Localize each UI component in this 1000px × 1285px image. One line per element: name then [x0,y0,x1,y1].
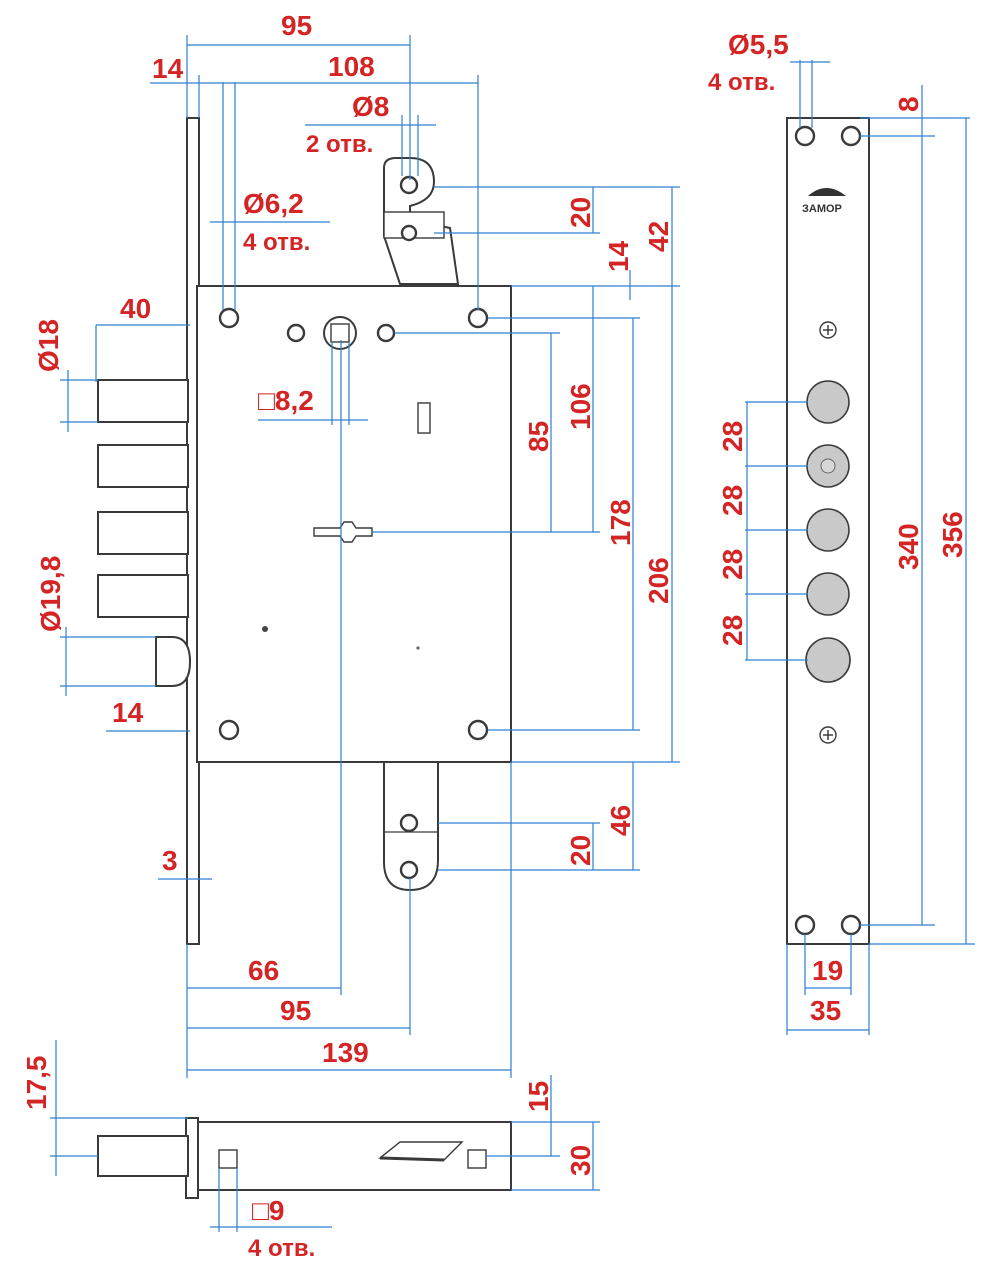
dim-label-14-top: 14 [152,53,184,84]
dim-label-sq-8-2: □8,2 [258,385,314,416]
dim-label-20-top: 20 [565,197,596,228]
strip-hole-tr [840,125,862,147]
dim-label-dia-6-2: Ø6,2 [243,188,304,219]
top-rod-connector [383,157,460,285]
dim-label-35: 35 [810,995,841,1026]
dim-label-dia-8: Ø8 [352,91,389,122]
dim-label-sq-9: □9 [252,1195,284,1226]
mount-hole-tr [467,307,489,329]
slot [417,402,431,434]
dim-label-356: 356 [937,511,968,558]
keyhole [313,521,373,543]
dim-label-28-3: 28 [717,549,748,580]
dim-label-4-holes-b: 4 отв. [708,69,775,96]
pin-dot [262,626,268,632]
strip-dimension-lines [745,60,975,1035]
dim-label-28-4: 28 [717,615,748,646]
front-view [60,35,680,1078]
bolt-hole-4 [806,572,850,616]
strip-hole-br [840,914,862,936]
strip-hole-tl [794,125,816,147]
dim-label-8: 8 [893,96,924,112]
bolt-4 [97,574,189,618]
dim-label-3: 3 [162,845,178,876]
bolt-hole-2-center [820,458,836,474]
latch [155,636,192,687]
dim-label-85: 85 [523,421,554,452]
logo-text: ЗАМОР [802,203,842,215]
side-square-hole-1 [218,1149,238,1169]
dim-label-28-1: 28 [717,421,748,452]
dim-label-106: 106 [565,383,596,430]
dim-label-4-holes-c: 4 отв. [248,1235,315,1262]
dim-label-dia-18: Ø18 [33,319,64,372]
dim-label-66: 66 [248,955,279,986]
side-bolt [97,1135,189,1177]
dim-label-108: 108 [328,51,375,82]
dim-label-15: 15 [523,1081,554,1112]
dim-label-95-bottom: 95 [280,995,311,1026]
dim-label-30: 30 [565,1145,596,1176]
bolt-2 [97,444,189,488]
bolt-hole-1 [806,380,850,424]
dim-label-4-holes-a: 4 отв. [243,229,310,256]
bolt-1 [97,379,189,423]
mount-hole-br [467,719,489,741]
dim-label-28-2: 28 [717,485,748,516]
dim-label-95-top: 95 [281,10,312,41]
mount-hole-bl [218,719,240,741]
spindle-square [330,323,350,343]
dim-label-14-latch: 14 [112,697,144,728]
dim-label-19: 19 [812,955,843,986]
dim-label-2-holes: 2 отв. [306,131,373,158]
dim-label-178: 178 [605,499,636,546]
side-dimension-lines [50,1040,600,1232]
pin-dot-small [416,646,420,650]
dim-label-340: 340 [893,523,924,570]
dim-label-139: 139 [322,1037,369,1068]
side-body [196,1121,512,1191]
front-dimension-lines [60,35,680,1078]
mount-hole-tl [218,307,240,329]
rod-hole-bottom-lower [399,860,419,880]
dim-label-dia-19-8: Ø19,8 [35,556,66,632]
strip-hole-bl [794,914,816,936]
bottom-rod-connector [383,761,439,892]
dim-label-dia-5-5: Ø5,5 [728,29,789,60]
side-square-hole-2 [467,1149,487,1169]
rod-hole-upper [399,175,419,195]
bolt-3 [97,511,189,555]
dim-label-17-5: 17,5 [21,1056,52,1111]
brand-logo: ЗАМОР [802,188,846,215]
latch-hole [805,637,851,683]
side-view [50,1040,600,1232]
bolt-hole-3 [806,508,850,552]
rod-hole-bottom-upper [399,813,419,833]
dimension-labels: 95 14 108 Ø8 2 отв. Ø6,2 4 отв. 40 Ø18 □… [21,10,968,1262]
dim-label-20-bottom: 20 [565,835,596,866]
faceplate-strip-view: ЗАМОР [745,60,975,1035]
screw-hole-2 [376,323,396,343]
rod-hole-lower [400,224,418,242]
dim-label-42: 42 [643,221,674,252]
dim-label-206: 206 [643,557,674,604]
dim-label-46: 46 [605,805,636,836]
screw-hole-1 [286,323,306,343]
dim-label-40: 40 [120,293,151,324]
dim-label-14-right: 14 [603,240,634,272]
